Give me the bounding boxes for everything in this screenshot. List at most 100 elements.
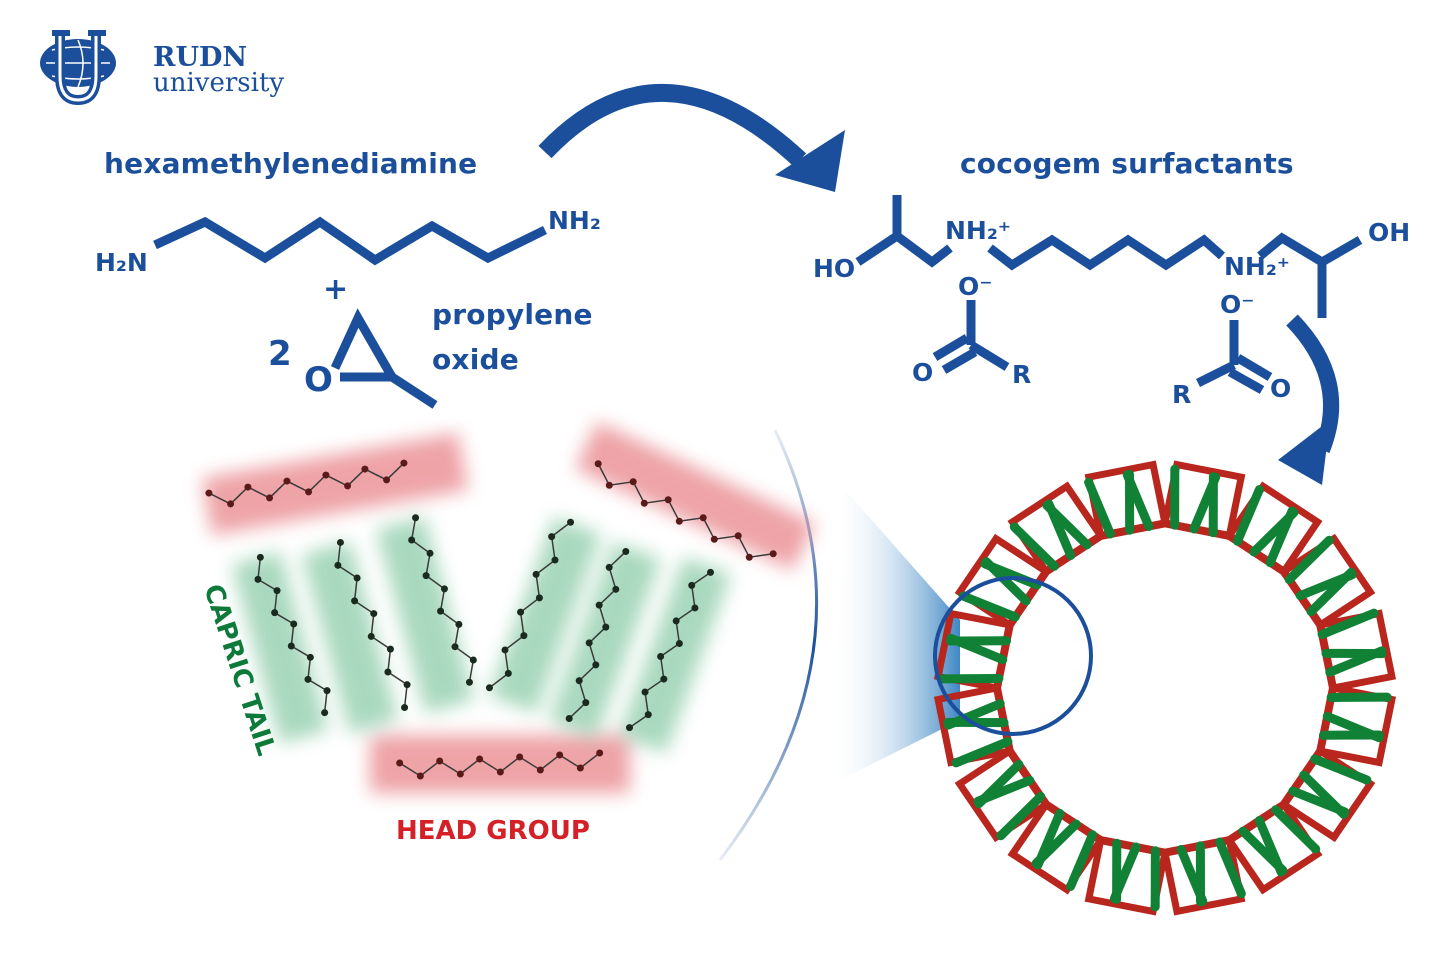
atom [605,563,613,571]
atom [691,604,699,612]
atom [283,477,291,485]
atom [361,465,369,473]
carboxylate-right-o: O [1270,374,1292,403]
vesicle-tail [1066,830,1098,891]
atom [386,645,394,653]
vesicle-tail [1288,786,1350,817]
vesicle-tail [996,791,1046,841]
vesicle-tail [1084,477,1115,539]
atom [476,755,484,763]
atom [710,535,718,543]
ho-left-label: HO [813,254,856,283]
vesicle-tail [1009,522,1059,571]
carboxylate-left-o: O [912,358,934,387]
atom [551,556,559,564]
atom [440,585,448,593]
cocogem-structure [855,195,1363,394]
reaction-arrow-icon [538,83,845,192]
vesicle-tail [951,737,1013,768]
atom [640,499,648,507]
atom [451,643,459,651]
atom [657,652,665,660]
atom [501,646,509,654]
atom [535,594,543,602]
atom [353,574,361,582]
vesicle-tail [1271,805,1321,854]
vesicle-tail [974,759,1024,809]
coefficient-label: 2 [268,334,292,374]
atom [565,714,573,722]
tail-chain [257,557,328,713]
atom [592,661,600,669]
atom [536,766,544,774]
amine-right-label: NH₂ [548,206,601,235]
atom [290,620,298,628]
atom [532,570,540,578]
magnification-cone [830,490,960,785]
atom [408,536,416,544]
atom [596,749,604,757]
tail-chain [568,550,627,720]
atom [688,581,696,589]
ammonium-left-label: NH₂⁺ [945,216,1011,245]
atom [595,601,603,609]
vesicle-tail [1033,808,1065,870]
atom [304,675,312,683]
atom [556,751,564,759]
plus-sign: + [323,272,349,307]
atom [465,678,473,686]
atom [403,681,411,689]
atom [504,669,512,677]
atom [602,623,610,631]
atom [266,494,274,502]
atom [582,699,590,707]
molecule-chains [205,459,777,780]
atom [396,759,404,767]
atom [254,575,262,583]
vesicle-tail [980,559,1042,590]
magnification-arc [718,429,819,861]
atom [576,764,584,772]
atom [334,561,342,569]
carboxylate-right-o-minus: O⁻ [1220,290,1255,319]
atom [626,724,634,732]
atom [672,617,680,625]
atom [271,609,279,617]
atom [412,514,420,522]
carboxylate-left-o-minus: O⁻ [958,272,993,301]
atom [664,496,672,504]
atom [426,549,434,557]
atom [641,688,649,696]
atom [416,772,424,780]
atom [323,687,331,695]
atom [520,632,528,640]
atom [305,488,313,496]
rudn-globe-logo-icon [40,30,116,106]
epoxide-oxygen-label: O [304,360,333,400]
atom [322,471,330,479]
oxide-label: oxide [432,343,519,376]
atom [344,482,352,490]
atom [256,553,264,561]
vesicle-tail [1042,501,1092,550]
reactant-title: hexamethylenediamine [104,147,478,180]
atom [400,459,408,467]
atom [605,481,613,489]
atom [612,585,620,593]
atom [383,476,391,484]
atom [575,677,583,685]
atom [455,620,463,628]
tail-chain [488,521,572,689]
atom [734,532,742,540]
atom [485,684,493,692]
atom [321,709,329,717]
capric-tail-halos [232,516,731,753]
atom [336,538,344,546]
vesicle-bilayer-ring [933,460,1397,916]
atom [567,518,575,526]
atom [516,753,524,761]
atom [287,642,295,650]
atom [456,770,464,778]
atom [436,757,444,765]
